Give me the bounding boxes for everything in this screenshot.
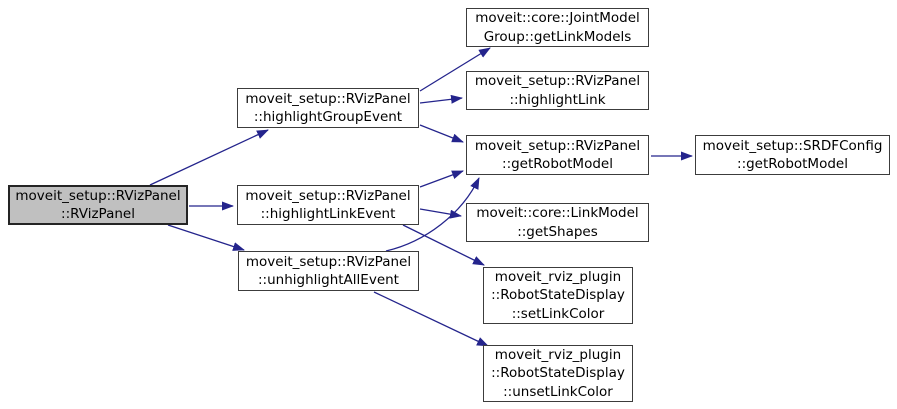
node-label-line: ::setLinkColor bbox=[511, 305, 605, 322]
node-rvizpanel-getrobotmodel[interactable]: moveit_setup::RVizPanel::getRobotModel bbox=[466, 135, 649, 175]
node-label-line: moveit_setup::RVizPanel bbox=[245, 253, 412, 270]
node-rvizpanel-constructor[interactable]: moveit_setup::RVizPanel::RVizPanel bbox=[8, 185, 188, 225]
node-label-line: moveit_rviz_plugin bbox=[494, 346, 622, 363]
node-label-line: moveit_rviz_plugin bbox=[494, 268, 622, 285]
node-linkmodel-getshapes[interactable]: moveit::core::LinkModel::getShapes bbox=[466, 203, 649, 242]
node-rvizpanel-highlightlink[interactable]: moveit_setup::RVizPanel::highlightLink bbox=[466, 71, 649, 110]
node-label-line: ::RobotStateDisplay bbox=[491, 287, 625, 304]
node-label-line: ::RobotStateDisplay bbox=[491, 365, 625, 382]
node-label-line: Group::getLinkModels bbox=[483, 28, 632, 45]
edge-ctor-to-highlightgroupevent bbox=[149, 129, 269, 186]
node-label-line: ::highlightLink bbox=[509, 91, 606, 108]
edge-highlightlinkevent-to-getshapes bbox=[419, 208, 462, 219]
node-label-line: moveit_setup::RVizPanel bbox=[474, 73, 641, 89]
node-label-line: moveit::core::LinkModel bbox=[476, 205, 639, 221]
edge-highlightlinkevent-to-getrobotmodel bbox=[419, 170, 464, 188]
node-label-line: ::RVizPanel bbox=[61, 206, 135, 222]
node-label-line: moveit_setup::RVizPanel bbox=[245, 187, 411, 204]
node-highlight-group-event[interactable]: moveit_setup::RVizPanel::highlightGroupE… bbox=[237, 88, 419, 128]
edge-highlightgroupevent-to-getrobotmodel bbox=[419, 124, 464, 143]
node-label-line: ::highlightLinkEvent bbox=[260, 206, 396, 222]
node-label-line: moveit_setup::SRDFConfig bbox=[702, 137, 883, 154]
node-label-line: moveit_setup::RVizPanel bbox=[15, 187, 181, 204]
node-label-line: ::getRobotModel bbox=[502, 156, 613, 172]
node-label-line: moveit_setup::RVizPanel bbox=[245, 90, 411, 107]
node-label-line: moveit_setup::RVizPanel bbox=[474, 137, 641, 154]
node-robotstatedisplay-unsetlinkcolor[interactable]: moveit_rviz_plugin::RobotStateDisplay::u… bbox=[483, 345, 633, 402]
node-label-line: ::highlightGroupEvent bbox=[253, 109, 403, 125]
node-srdfconfig-getrobotmodel[interactable]: moveit_setup::SRDFConfig::getRobotModel bbox=[695, 135, 890, 175]
node-label-line: ::unhighlightAllEvent bbox=[258, 272, 399, 288]
node-unhighlight-all-event[interactable]: moveit_setup::RVizPanel::unhighlightAllE… bbox=[238, 251, 419, 291]
node-label-line: moveit::core::JointModel bbox=[475, 10, 640, 26]
node-label-line: ::getShapes bbox=[517, 223, 598, 240]
edge-unhighlightallevent-to-unsetlinkcolor bbox=[373, 291, 489, 347]
edge-highlightgroupevent-to-highlightlink bbox=[419, 94, 463, 104]
node-label-line: ::unsetLinkColor bbox=[503, 383, 613, 400]
edge-ctor-to-unhighlightallevent bbox=[167, 224, 245, 251]
node-label-line: ::getRobotModel bbox=[737, 156, 848, 172]
node-robotstatedisplay-setlinkcolor[interactable]: moveit_rviz_plugin::RobotStateDisplay::s… bbox=[483, 267, 633, 324]
node-highlight-link-event[interactable]: moveit_setup::RVizPanel::highlightLinkEv… bbox=[237, 185, 419, 225]
